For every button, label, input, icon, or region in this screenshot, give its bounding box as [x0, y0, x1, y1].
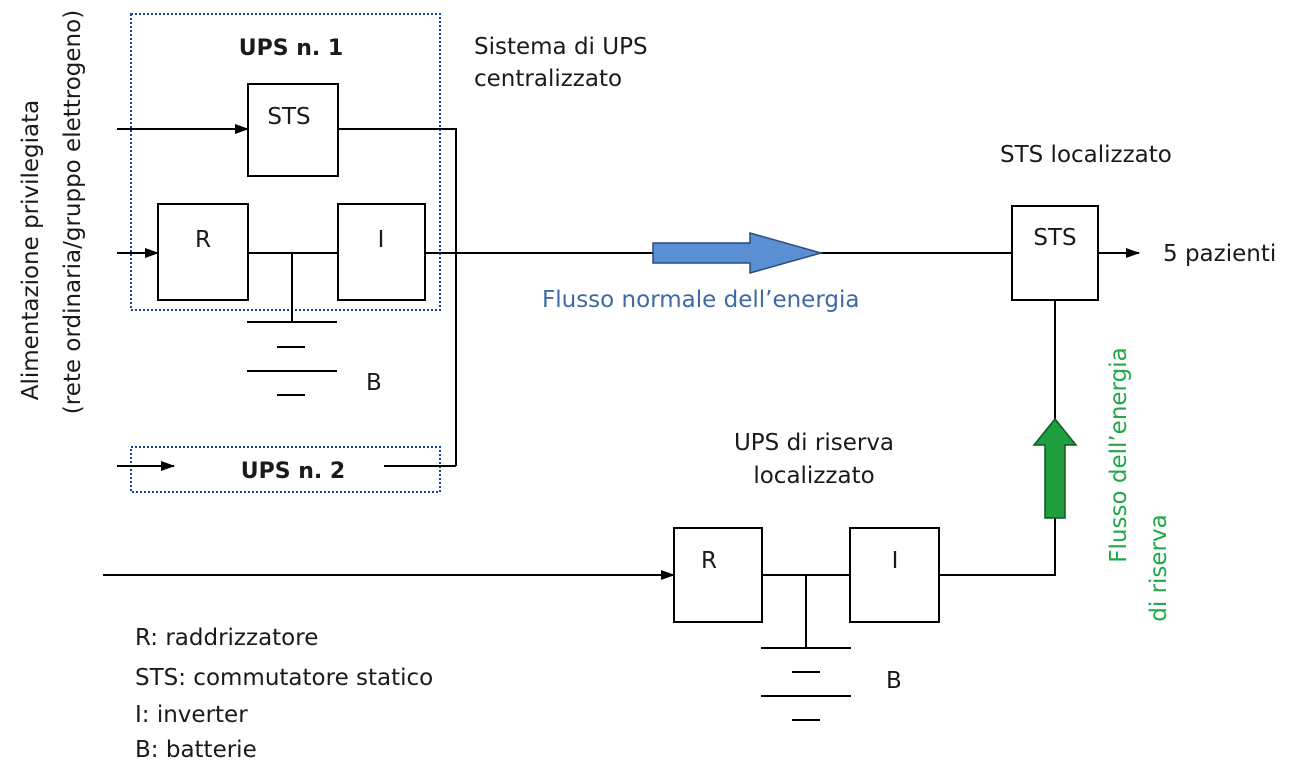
reserve-flow-line1: Flusso dell’energia: [1106, 347, 1132, 562]
reserve-rectifier-label: R: [701, 548, 717, 574]
ups1-inverter-label: I: [378, 227, 385, 253]
legend-item: R: raddrizzatore: [135, 625, 318, 651]
local-sts-box-label: STS: [1033, 225, 1076, 251]
reserve-inverter-label: I: [892, 548, 899, 574]
output-label: 5 pazienti: [1163, 241, 1276, 267]
ups1-title: UPS n. 1: [239, 36, 343, 61]
ups1-frame: [130, 13, 441, 311]
reserve-ups-line1: UPS di riserva: [734, 430, 894, 456]
central-system-line2: centralizzato: [474, 66, 622, 92]
local-sts-box: [1011, 205, 1099, 301]
reserve-flow-arrow: [1032, 417, 1078, 519]
ups1-sts-box: [247, 83, 339, 177]
legend-item: I: inverter: [135, 702, 248, 728]
ups1-rectifier-box: [157, 203, 249, 301]
reserve-battery-label: B: [886, 668, 902, 694]
normal-flow-arrow: [652, 232, 824, 274]
central-system-line1: Sistema di UPS: [474, 34, 648, 60]
reserve-inverter-box: [849, 527, 940, 623]
reserve-output-wire: [939, 300, 1056, 576]
ups1-sts-label: STS: [267, 104, 310, 130]
legend-item: B: batterie: [135, 737, 257, 760]
ups2-frame: [130, 446, 441, 493]
local-sts-title: STS localizzato: [1000, 142, 1172, 168]
reserve-rectifier-box: [673, 527, 763, 623]
legend-item: STS: commutatore statico: [135, 665, 433, 691]
reserve-ups-line2: localizzato: [753, 463, 874, 489]
supply-label-line2: (rete ordinaria/gruppo elettrogeno): [60, 10, 86, 414]
reserve-flow-line2: di riserva: [1146, 514, 1172, 621]
ups1-bypass-output: [338, 128, 457, 466]
ups2-title: UPS n. 2: [241, 459, 345, 484]
ups1-battery-label: B: [366, 370, 382, 396]
ups1-rectifier-label: R: [195, 227, 211, 253]
supply-label-line1: Alimentazione privilegiata: [18, 100, 44, 401]
normal-flow-label: Flusso normale dell’energia: [542, 287, 859, 313]
